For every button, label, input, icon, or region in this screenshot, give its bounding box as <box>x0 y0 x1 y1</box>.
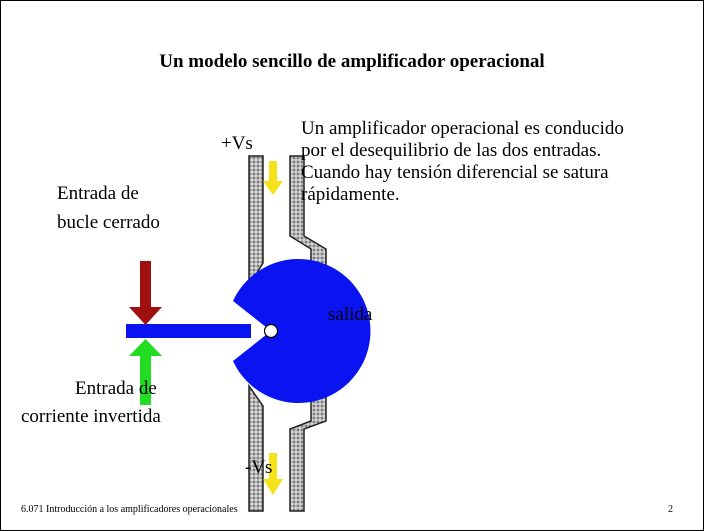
output-stub <box>319 303 329 323</box>
slide-title: Un modelo sencillo de amplificador opera… <box>159 51 545 72</box>
page-number: 2 <box>668 504 673 515</box>
supply-arrow-bottom <box>263 453 283 495</box>
green-arrow <box>129 339 162 405</box>
vs-plus-label: +Vs <box>221 133 253 154</box>
description-line: rápidamente. <box>301 184 400 205</box>
footer-course: 6.071 Introducción a los amplificadores … <box>21 504 238 515</box>
left-pipe-wall <box>248 155 264 289</box>
description-line: Cuando hay tensión diferencial se satura <box>301 162 609 183</box>
vs-minus-label: -Vs <box>245 457 273 478</box>
red-arrow <box>129 261 162 325</box>
output-stub-edge <box>316 323 324 333</box>
description-line: por el desequilibrio de las dos entradas… <box>301 140 602 161</box>
left-pipe-wall-lower <box>248 383 264 512</box>
output-label: salida <box>328 304 373 325</box>
closed-loop-input-label-line1: Entrada de <box>57 183 139 204</box>
closed-loop-input-label-line2: bucle cerrado <box>57 212 160 233</box>
description-line: Un amplificador operacional es conducido <box>301 118 624 139</box>
inverted-input-label-line2: corriente invertida <box>21 406 161 427</box>
input-bar <box>126 324 251 338</box>
inverted-input-label-line1: Entrada de <box>75 378 157 399</box>
supply-arrow-top <box>263 161 283 195</box>
valve-rotor <box>233 258 371 403</box>
output-stub-lower <box>319 341 337 359</box>
pivot <box>263 323 279 339</box>
description: Un amplificador operacional es conducido… <box>301 118 703 206</box>
